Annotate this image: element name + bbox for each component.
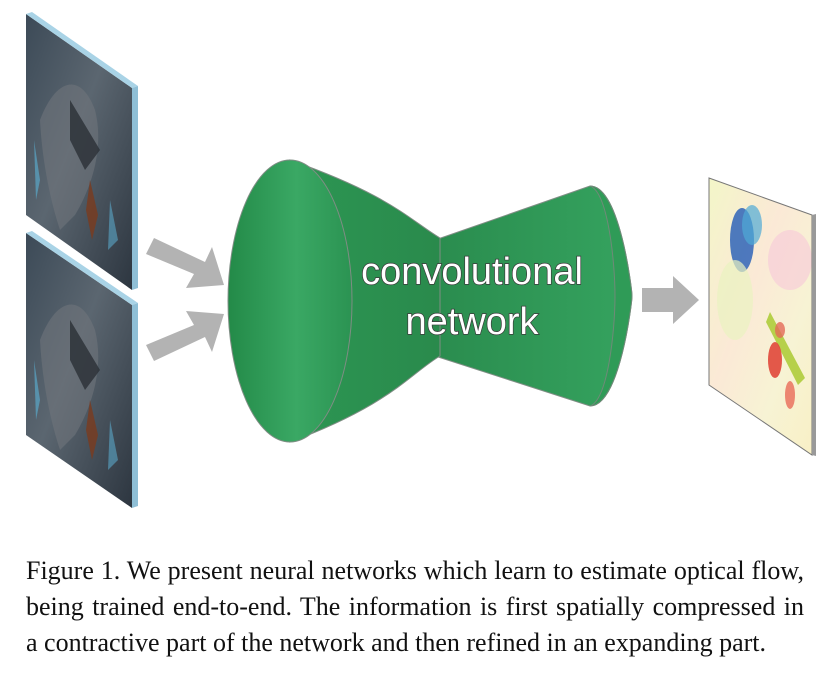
- input-arrow-top: [146, 238, 224, 288]
- figure-caption: Figure 1. We present neural networks whi…: [26, 556, 804, 657]
- figure-diagram: convolutional network: [26, 12, 816, 508]
- network-label-line2: network: [405, 301, 539, 343]
- network-hourglass: [227, 159, 633, 443]
- input-frame-1: [26, 12, 138, 290]
- input-frame-2: [26, 231, 138, 508]
- optical-flow-output: [708, 177, 816, 456]
- network-label-line1: convolutional: [361, 251, 583, 293]
- input-arrow-bottom: [146, 311, 224, 361]
- output-arrow: [642, 276, 699, 324]
